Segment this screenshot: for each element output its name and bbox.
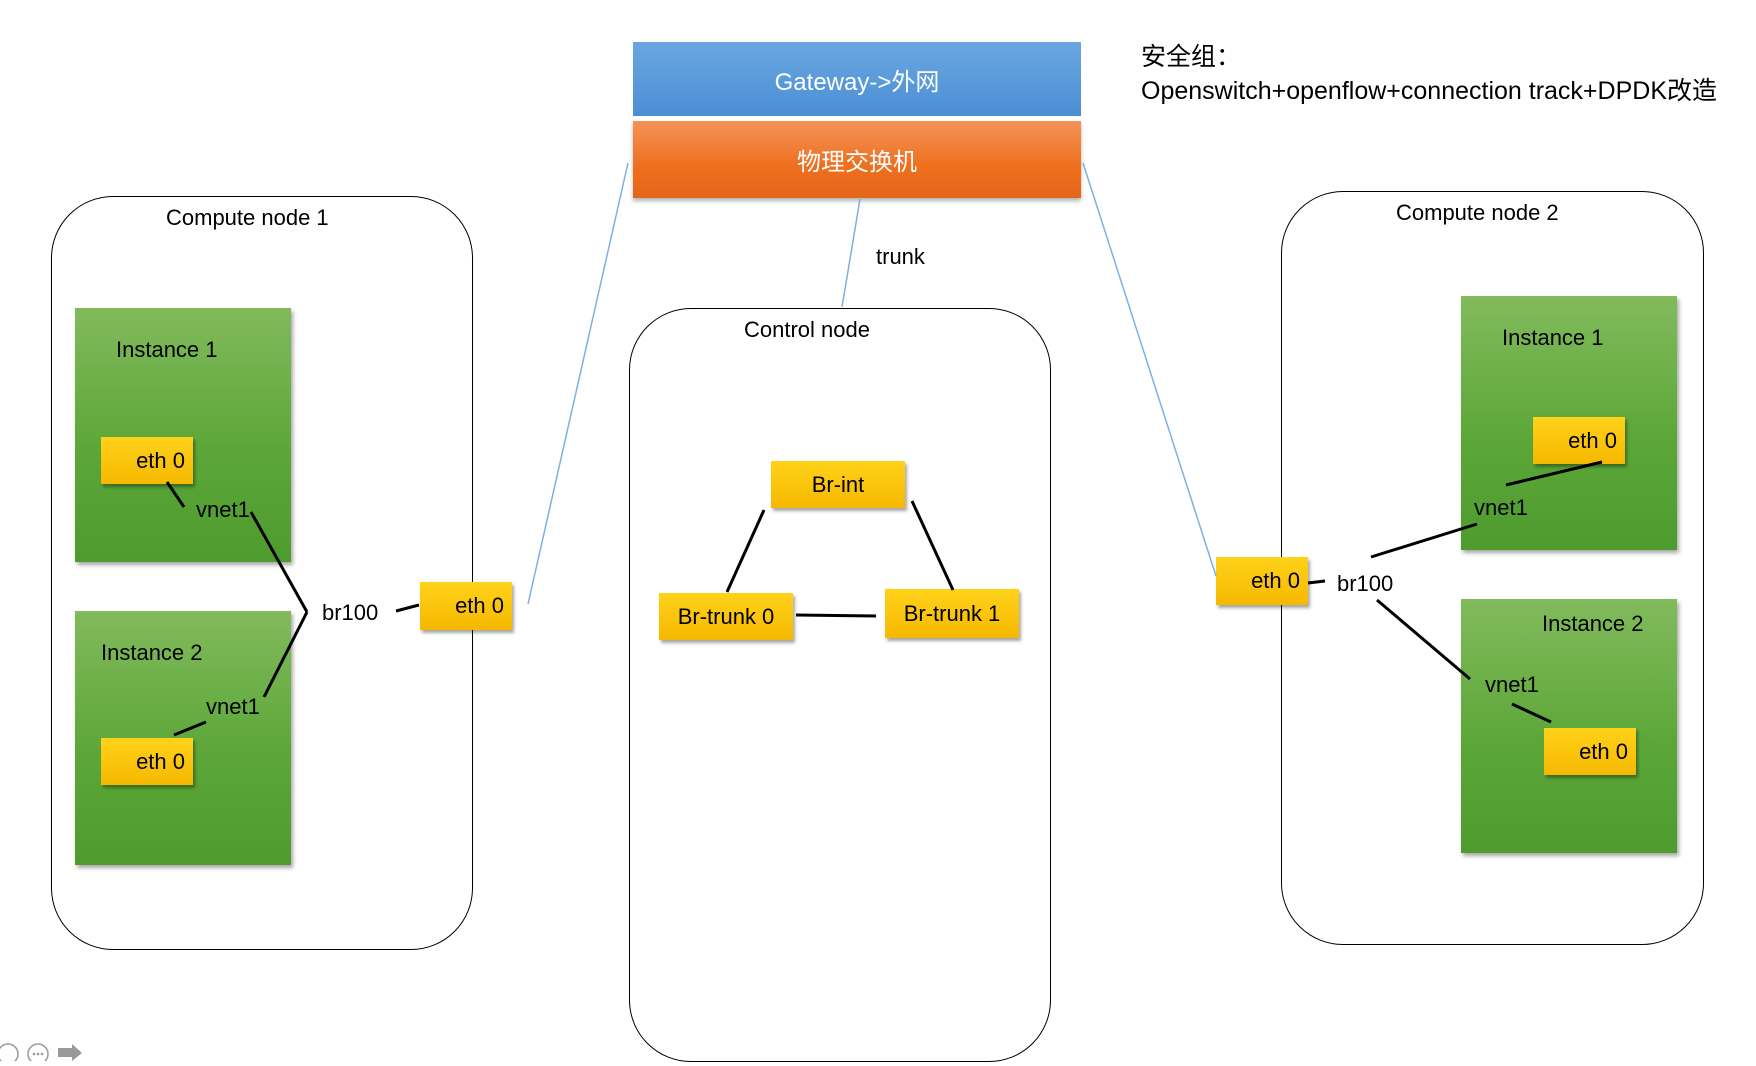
cn1-instance-1-vnet: vnet1 [196,497,250,522]
cn1-br100: br100 [322,600,379,625]
compute-node-2-title: Compute node 2 [1396,200,1559,225]
br-int: Br-int [771,461,905,508]
br-trunk-1-label: Br-trunk 1 [903,600,1001,626]
security-group-note: 安全组： Openswitch+openflow+connection trac… [1141,40,1717,108]
cn1-instance-1-eth0-label: eth 0 [136,447,185,473]
control-node [629,308,1051,1062]
cn1-instance-2-title: Instance 2 [101,640,203,665]
gateway-label: Gateway->外网 [774,68,940,96]
compute-node-2-instance-2 [1461,599,1677,853]
presentation-controls [0,1040,90,1066]
menu-icon [27,1043,49,1065]
cn2-uplink-eth0-label: eth 0 [1251,568,1300,593]
br-trunk-0: Br-trunk 0 [659,593,793,640]
note-line-2: Openswitch+openflow+connection track+DPD… [1141,77,1717,105]
cn1-uplink-eth0-label: eth 0 [455,593,504,618]
cn2-instance-2-eth0-label: eth 0 [1579,738,1628,764]
physical-switch-box: 物理交换机 [633,121,1081,198]
compute-node-1-title: Compute node 1 [166,205,329,230]
note-line-1: 安全组： [1141,43,1242,71]
cn2-instance-1-eth0-label: eth 0 [1568,427,1617,453]
cn2-instance-1-title: Instance 1 [1502,325,1604,350]
previous-icon [0,1043,19,1065]
cn2-instance-2-vnet: vnet1 [1485,672,1539,697]
control-node-title: Control node [744,317,870,342]
cn1-instance-2-eth0-label: eth 0 [136,748,185,774]
cn2-br100: br100 [1337,571,1394,596]
cn1-instance-2-vnet: vnet1 [206,694,260,719]
cn2-instance-1-eth0: eth 0 [1533,417,1625,464]
cn2-instance-2-title: Instance 2 [1542,611,1644,636]
gateway-box: Gateway->外网 [633,42,1081,116]
br-trunk-1: Br-trunk 1 [885,589,1019,638]
physical-switch-label: 物理交换机 [797,149,917,176]
cn1-instance-2-eth0: eth 0 [101,738,193,785]
uplink-cn1-line [527,162,629,605]
trunk-label: trunk [876,244,925,269]
cn2-uplink-eth0: eth 0 [1216,557,1308,605]
cn1-instance-1-eth0: eth 0 [101,437,193,484]
next-icon [58,1044,82,1061]
br-int-label: Br-int [811,471,865,497]
cn2-instance-1-vnet: vnet1 [1474,495,1528,520]
cn1-uplink-eth0: eth 0 [420,582,512,630]
uplink-cn2-line [1082,162,1217,577]
uplink-control-line [841,198,861,308]
cn2-instance-2-eth0: eth 0 [1544,728,1636,775]
cn1-instance-1-title: Instance 1 [116,337,218,362]
br-trunk-0-label: Br-trunk 0 [677,603,775,629]
